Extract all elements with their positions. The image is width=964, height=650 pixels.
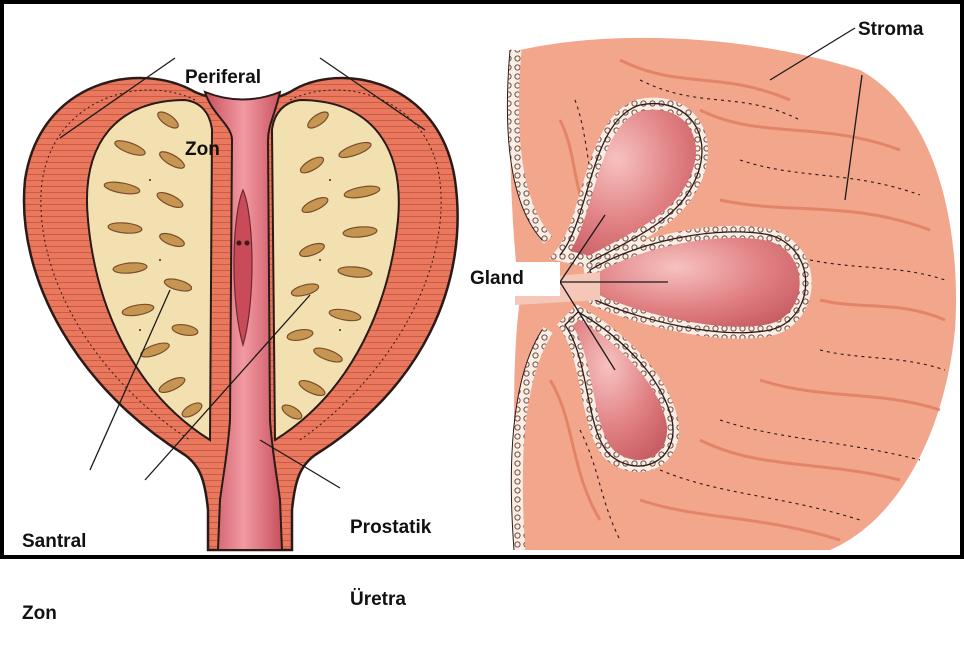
label-zon-bottom: Zon: [22, 602, 86, 626]
label-periferal: Periferal: [185, 66, 261, 90]
label-santral-zon: Santral Zon: [22, 482, 86, 650]
label-prostatik-uretra: Prostatik Üretra: [350, 468, 431, 636]
label-gland: Gland: [470, 267, 524, 291]
label-zon-top: Zon: [185, 138, 261, 162]
label-prostatik: Prostatik: [350, 516, 431, 540]
label-stroma: Stroma: [858, 18, 923, 42]
label-uretra: Üretra: [350, 588, 431, 612]
label-periferal-zon: Periferal Zon: [185, 18, 261, 186]
gland-stroma-section: [507, 28, 956, 550]
label-santral: Santral: [22, 530, 86, 554]
